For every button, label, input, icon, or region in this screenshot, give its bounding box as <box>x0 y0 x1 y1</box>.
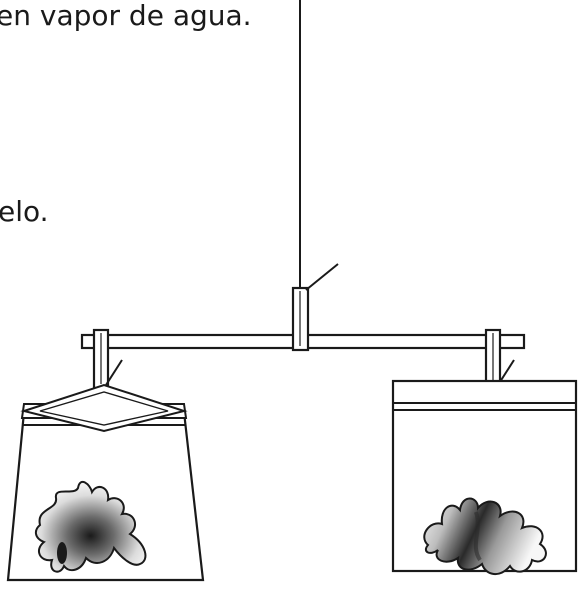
caption-line-2: elo. <box>0 195 49 228</box>
left-wet-cloth <box>34 480 147 573</box>
caption-line-1: en vapor de agua. <box>0 0 252 32</box>
right-wet-cloth <box>423 497 547 575</box>
center-clothespin <box>291 263 339 352</box>
